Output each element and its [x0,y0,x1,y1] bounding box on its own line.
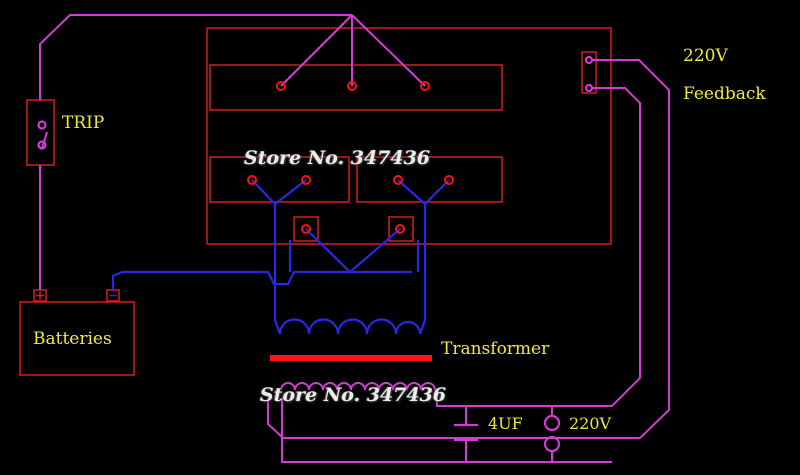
trip-contact-bottom [37,140,47,150]
blue-wiring [111,179,450,335]
control-board-outline [206,27,612,245]
trip-contact-top [37,120,47,130]
right-center-terminal [388,216,414,242]
secondary-winding [280,382,436,391]
relay-module [209,64,503,111]
relay-terminal-1 [276,81,286,91]
watermark-bottom: Store No. 347436 [260,384,447,406]
right-switch-module [356,156,503,203]
feedback-pin-top [584,55,594,65]
output-voltage-label: 220V [569,414,612,433]
left-center-terminal [293,216,319,242]
left-center-pin [301,224,311,234]
feedback-voltage-label: 220V [683,46,728,66]
relay-terminal-3 [420,81,430,91]
transformer-label: Transformer [441,339,550,359]
output-socket-bottom [543,435,561,453]
batteries-box [19,301,135,376]
batteries-label: Batteries [33,329,112,349]
output-socket-top [543,414,561,432]
right-module-terminal-1 [393,175,403,185]
primary-winding [278,318,422,335]
watermark-top: Store No. 347436 [244,147,431,169]
relay-terminal-2 [347,81,357,91]
feedback-connector [581,51,597,94]
left-module-terminal-2 [301,175,311,185]
capacitor-label: 4UF [488,414,523,433]
left-switch-module [209,156,350,203]
feedback-pin-bottom [584,83,594,93]
magenta-wiring [39,14,670,463]
trip-label: TRIP [62,113,105,133]
feedback-label: Feedback [683,84,766,104]
right-module-terminal-2 [444,175,454,185]
trip-switch-box [26,99,55,166]
left-module-terminal-1 [247,175,257,185]
right-center-pin [395,224,405,234]
